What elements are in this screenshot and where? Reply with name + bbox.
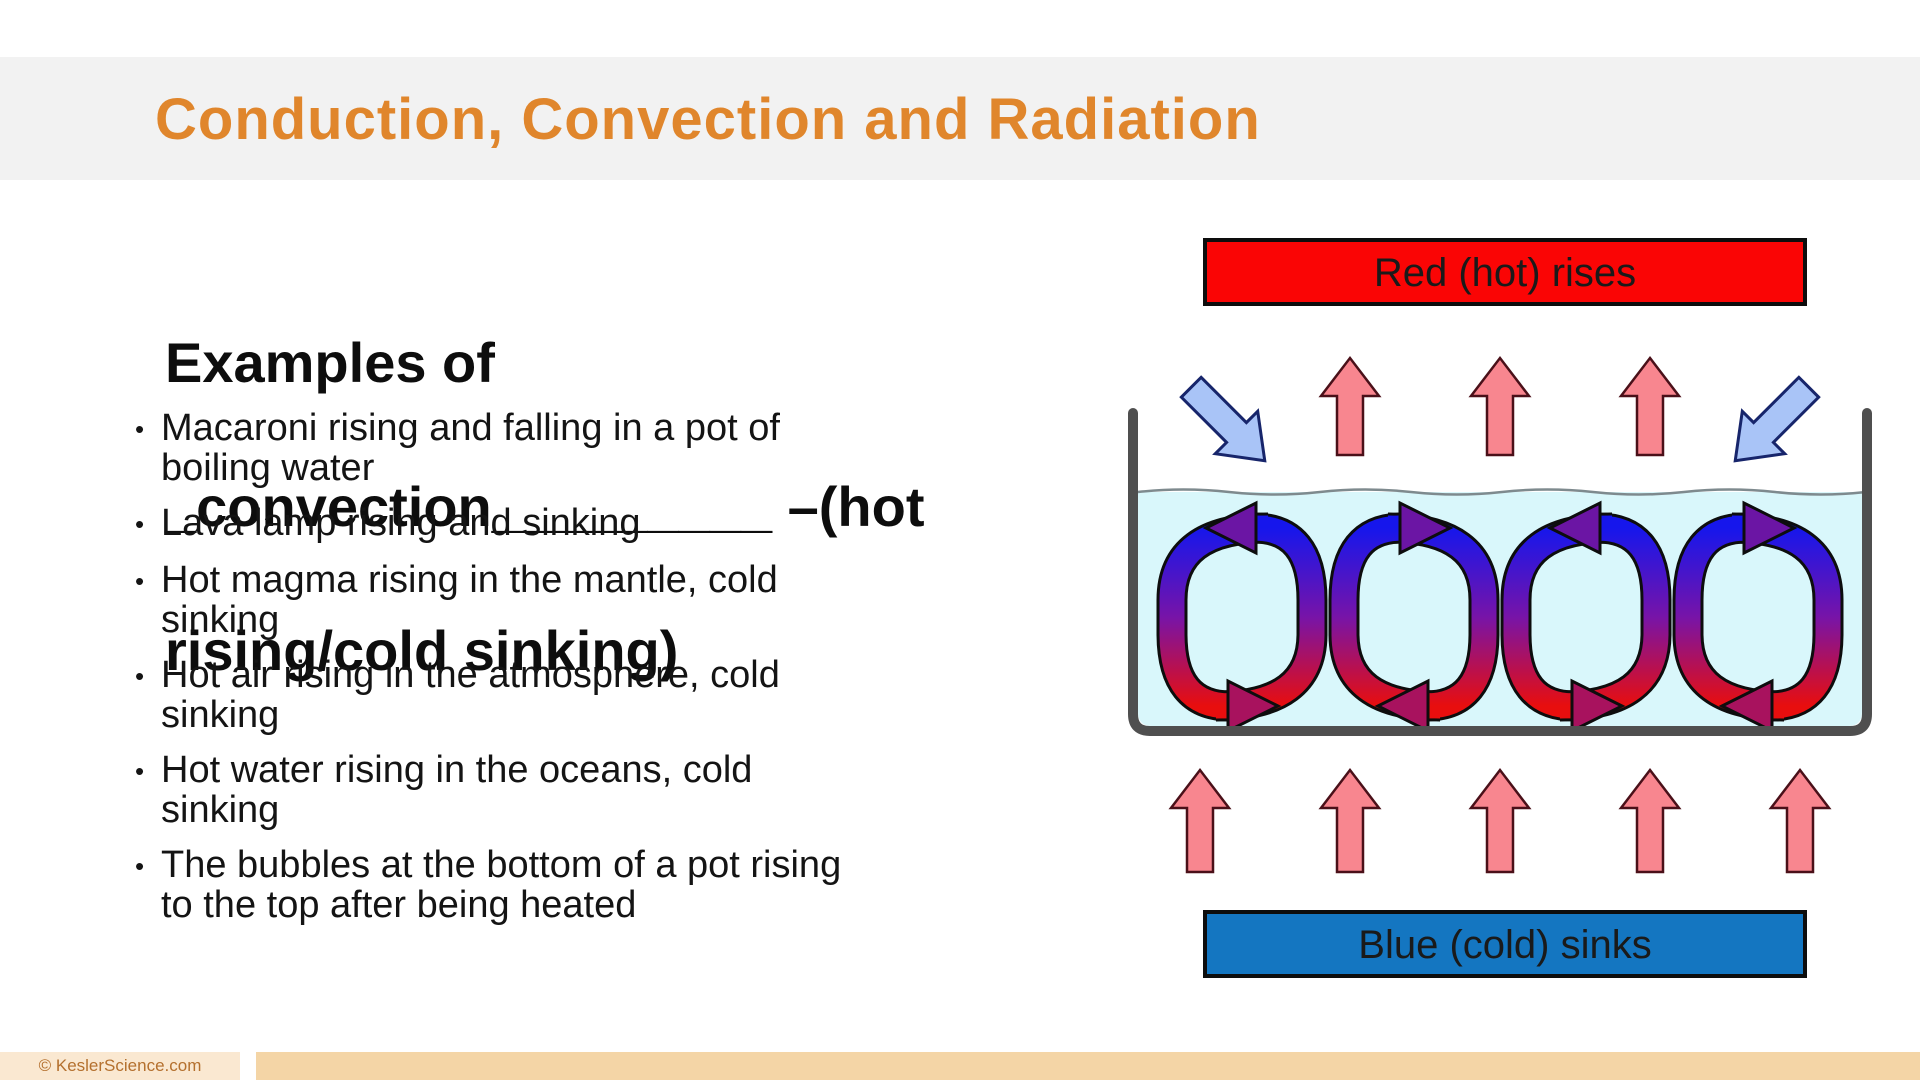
heat-arrow-icon bbox=[1168, 767, 1232, 874]
bullet-text: sinking bbox=[161, 694, 280, 736]
bullet-icon: • bbox=[135, 661, 145, 691]
list-item: • The bubbles at the bottom of a pot ris… bbox=[135, 845, 1095, 925]
bullet-icon: • bbox=[135, 414, 145, 444]
loop-arrowhead-icon bbox=[1202, 500, 1258, 556]
heat-arrow-icon bbox=[1318, 767, 1382, 874]
heat-arrow-icon bbox=[1318, 355, 1382, 457]
heading-line: rising/cold sinking) bbox=[165, 619, 679, 682]
bullet-text: The bubbles at the bottom of a pot risin… bbox=[161, 844, 842, 886]
bullet-text: Lava lamp rising and sinking bbox=[161, 502, 641, 544]
cold-arrow-icon bbox=[1179, 375, 1267, 463]
convection-loop bbox=[1328, 500, 1500, 734]
loop-arrowhead-icon bbox=[1374, 678, 1430, 734]
cold-label-box bbox=[1203, 910, 1807, 978]
list-item: • Hot air rising in the atmosphere, cold… bbox=[135, 655, 1095, 735]
bullet-icon: • bbox=[135, 509, 145, 539]
bullet-text: Hot magma rising in the mantle, cold bbox=[161, 559, 778, 601]
hot-label-box bbox=[1203, 238, 1807, 306]
section-heading: Examples of _convection_________ –(hot r… bbox=[165, 243, 924, 771]
hot-label-text: Red (hot) rises bbox=[1374, 251, 1636, 295]
heat-arrow-icon bbox=[1618, 767, 1682, 874]
convection-loop bbox=[1156, 500, 1328, 734]
bullet-text: Hot water rising in the oceans, cold bbox=[161, 749, 753, 791]
loop-arrowhead-icon bbox=[1226, 678, 1282, 734]
bullet-list: • Macaroni rising and falling in a pot o… bbox=[135, 408, 1095, 940]
bullet-text: to the top after being heated bbox=[161, 884, 637, 926]
list-item: • Lava lamp rising and sinking bbox=[135, 503, 1095, 545]
loop-arrowhead-icon bbox=[1546, 500, 1602, 556]
waterline bbox=[1137, 488, 1867, 496]
copyright-text: © KeslerScience.com bbox=[38, 1056, 202, 1075]
heading-line: Examples of bbox=[165, 331, 495, 394]
bullet-text: sinking bbox=[161, 599, 280, 641]
list-item: • Hot water rising in the oceans, cold s… bbox=[135, 750, 1095, 830]
footer-bar bbox=[256, 1052, 1920, 1080]
loop-arrowhead-icon bbox=[1742, 500, 1798, 556]
heat-arrow-icon bbox=[1768, 767, 1832, 874]
bullet-icon: • bbox=[135, 851, 145, 881]
heat-arrow-icon bbox=[1618, 355, 1682, 457]
tank-wall bbox=[1128, 408, 1872, 736]
cold-arrow-icon bbox=[1733, 375, 1821, 463]
convection-diagram: Red (hot) rises bbox=[1128, 238, 1872, 978]
loop-arrowhead-icon bbox=[1398, 500, 1454, 556]
heading-line: _convection_________ –(hot bbox=[165, 475, 925, 538]
bullet-text: Macaroni rising and falling in a pot of bbox=[161, 407, 780, 449]
convection-loop bbox=[1672, 500, 1844, 734]
loop-arrowhead-icon bbox=[1718, 678, 1774, 734]
bullet-icon: • bbox=[135, 756, 145, 786]
header-band bbox=[0, 57, 1920, 180]
bullet-text: sinking bbox=[161, 789, 280, 831]
convection-loop bbox=[1500, 500, 1672, 734]
bullet-text: Hot air rising in the atmosphere, cold bbox=[161, 654, 780, 696]
footer-copyright-block: © KeslerScience.com bbox=[0, 1052, 240, 1080]
cold-label-text: Blue (cold) sinks bbox=[1358, 923, 1651, 967]
heat-arrow-icon bbox=[1468, 355, 1532, 457]
page-title: Conduction, Convection and Radiation bbox=[155, 87, 1261, 152]
bullet-text: boiling water bbox=[161, 447, 375, 489]
list-item: • Hot magma rising in the mantle, cold s… bbox=[135, 560, 1095, 640]
heat-arrow-icon bbox=[1468, 767, 1532, 874]
loop-arrowhead-icon bbox=[1570, 678, 1626, 734]
list-item: • Macaroni rising and falling in a pot o… bbox=[135, 408, 1095, 488]
bullet-icon: • bbox=[135, 566, 145, 596]
